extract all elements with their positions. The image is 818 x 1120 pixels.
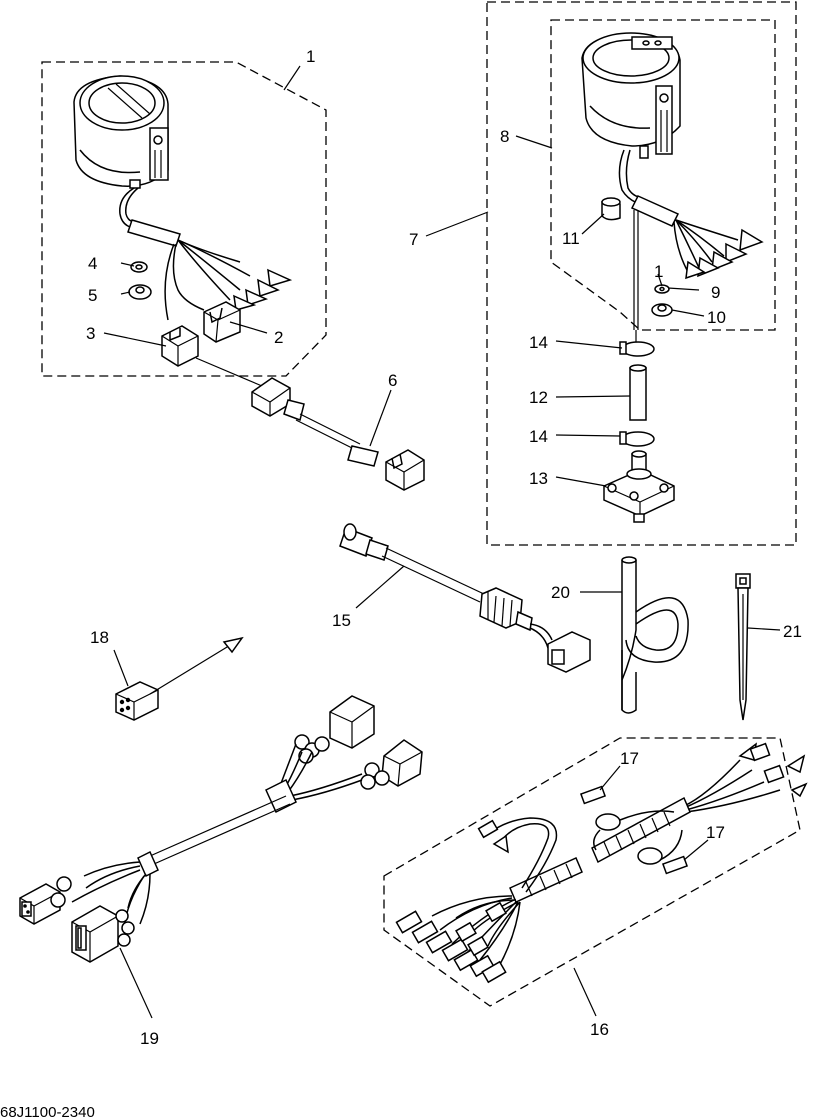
washer-4 <box>130 261 148 273</box>
callout-17a: 17 <box>620 749 639 768</box>
connector-17b <box>661 855 689 875</box>
sender-cable-15 <box>339 523 591 673</box>
washer-9 <box>654 284 670 294</box>
hose-clamp-14b <box>619 431 655 447</box>
cable-tie-21 <box>735 573 751 721</box>
nut-5 <box>128 284 152 300</box>
connector-17a <box>579 785 607 805</box>
callout-12: 12 <box>529 388 548 407</box>
callout-18: 18 <box>90 628 109 647</box>
drawing-code: 68J1100-2340 <box>0 1104 95 1120</box>
callout-19: 19 <box>140 1029 159 1048</box>
gauge-1 <box>73 75 169 189</box>
assembly-7-box <box>486 1 797 546</box>
callout-labels: 1 2 3 4 5 6 7 8 9 10 11 12 13 14 14 15 1… <box>86 47 802 1048</box>
callout-1: 1 <box>306 47 315 66</box>
hose-clamp-14a <box>619 330 655 357</box>
callout-2: 2 <box>274 328 283 347</box>
callout-5: 5 <box>88 286 97 305</box>
callout-9: 9 <box>711 283 720 302</box>
sensor-13 <box>603 450 675 523</box>
connector-3 <box>161 325 199 367</box>
callout-13: 13 <box>529 469 548 488</box>
callout-16: 16 <box>590 1020 609 1039</box>
gauge-8 <box>581 32 681 159</box>
nut-10 <box>651 303 673 317</box>
callout-21: 21 <box>783 622 802 641</box>
callout-4: 4 <box>88 254 97 273</box>
callout-11: 11 <box>562 229 580 248</box>
callout-20: 20 <box>551 583 570 602</box>
callout-8: 8 <box>500 127 509 146</box>
leader-lines <box>103 65 781 1019</box>
cap-11 <box>601 197 621 221</box>
callout-14a: 14 <box>529 333 548 352</box>
callout-17b: 17 <box>706 823 725 842</box>
connector-2 <box>203 301 241 343</box>
gauge-assembly-1-box <box>41 61 327 377</box>
harness-kit-16 <box>395 742 808 984</box>
callout-3: 3 <box>86 324 95 343</box>
pipe-12 <box>629 364 647 421</box>
hose-20 <box>621 556 689 714</box>
callout-14b: 14 <box>529 427 548 446</box>
callout-6: 6 <box>388 371 397 390</box>
callout-1b: 1 <box>654 262 663 281</box>
gauge-1-harness <box>119 187 293 321</box>
plug-18 <box>115 636 244 721</box>
assembly-8-box <box>550 19 776 331</box>
gauge-8-harness <box>618 149 764 330</box>
extension-harness-6 <box>195 357 425 491</box>
harness-19 <box>19 695 423 963</box>
callout-7: 7 <box>409 230 418 249</box>
harness-kit-16-box <box>383 737 801 1007</box>
callout-10: 10 <box>707 308 726 327</box>
callout-15: 15 <box>332 611 351 630</box>
